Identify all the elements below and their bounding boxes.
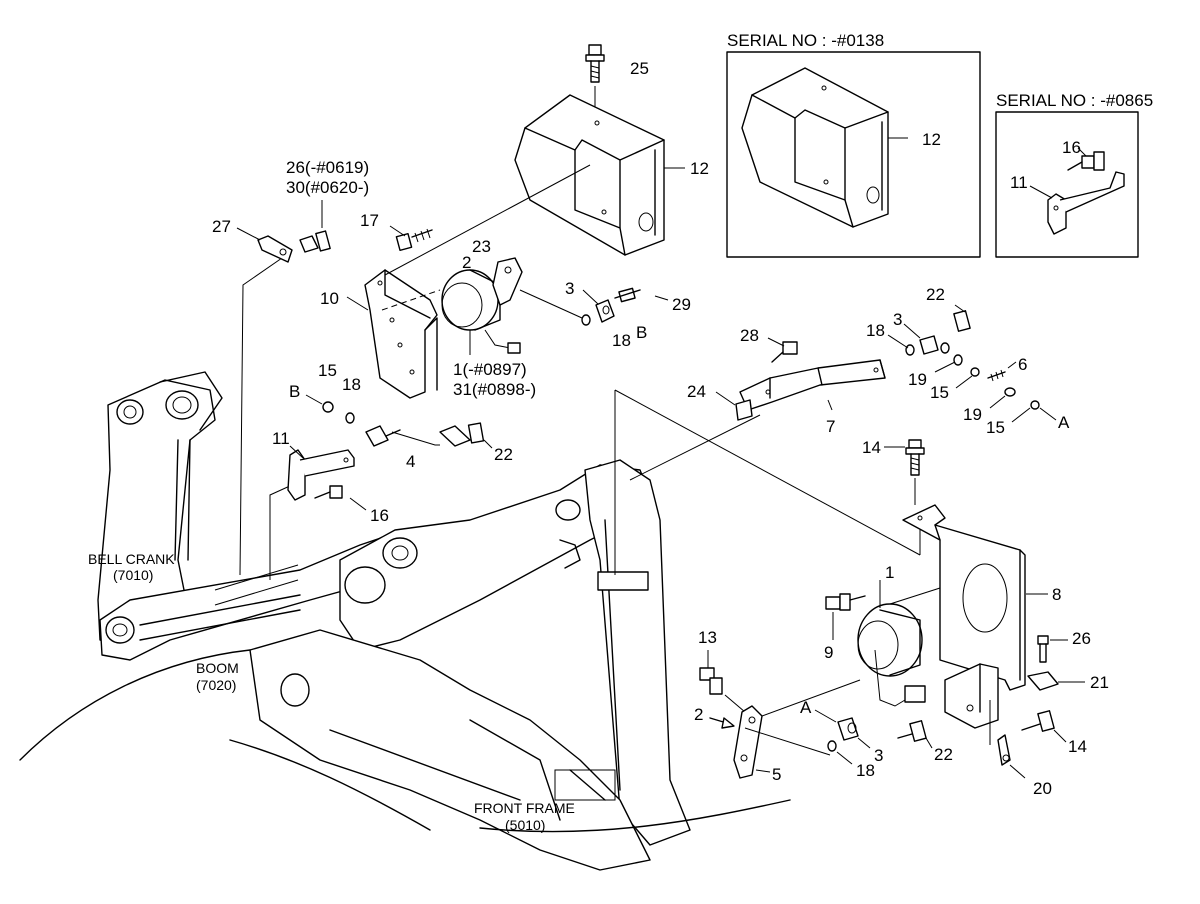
callout-B-right: B (636, 323, 647, 342)
callout-7: 7 (826, 417, 835, 436)
callout-12: 12 (690, 159, 709, 178)
callout-A-right: A (1058, 413, 1070, 432)
callout-9: 9 (824, 643, 833, 662)
callout-15-upper: 15 (930, 383, 949, 402)
front-frame-label: FRONT FRAME (474, 800, 575, 816)
callout-10: 10 (320, 289, 339, 308)
callout-A-lower: A (800, 698, 812, 717)
callout-17: 17 (360, 211, 379, 230)
callout-15-lower: 15 (986, 418, 1005, 437)
cover-12-assembly (514, 44, 685, 256)
callout-20: 20 (1033, 779, 1052, 798)
callout-23: 23 (472, 237, 491, 256)
left-mid-fasteners (287, 394, 493, 511)
callout-3-top: 3 (565, 279, 574, 298)
loader-structure (19, 371, 791, 871)
callout-6: 6 (1018, 355, 1027, 374)
inset-title-0865: SERIAL NO : -#0865 (996, 91, 1153, 110)
callout-B-left: B (289, 382, 300, 401)
boom-label: BOOM (196, 660, 239, 676)
callout-24: 24 (687, 382, 706, 401)
callout-16-main: 16 (370, 506, 389, 525)
callout-18-right: 18 (866, 321, 885, 340)
callout-5: 5 (772, 765, 781, 784)
callout-1-main: 1 (885, 563, 894, 582)
callout-22-lower: 22 (934, 745, 953, 764)
callout-15-left: 15 (318, 361, 337, 380)
inset-serial-0138 (726, 51, 981, 258)
front-frame-code: (5010) (505, 817, 545, 833)
callout-18-left: 18 (342, 375, 361, 394)
callout-2-top: 2 (462, 253, 471, 272)
inset-title-0138: SERIAL NO : -#0138 (727, 31, 884, 50)
callout-2-lower: 2 (694, 705, 703, 724)
bracket-10-assembly (236, 164, 669, 399)
callout-1-31-line1: 1(-#0897) (453, 360, 527, 379)
bracket-8-assembly (699, 439, 1085, 779)
callout-11-inset: 11 (1010, 173, 1028, 192)
front-frame-tower (584, 459, 691, 846)
callout-29: 29 (672, 295, 691, 314)
callout-22-left: 22 (494, 445, 513, 464)
callout-8: 8 (1052, 585, 1061, 604)
callout-22-right: 22 (926, 285, 945, 304)
callout-18-top: 18 (612, 331, 631, 350)
callout-28: 28 (740, 326, 759, 345)
callout-3-right: 3 (893, 310, 902, 329)
boom-code: (7020) (196, 677, 236, 693)
callout-21: 21 (1090, 673, 1109, 692)
callout-26-30-line2: 30(#0620-) (286, 178, 369, 197)
inset-serial-0865 (995, 111, 1139, 258)
front-frame-body (249, 629, 651, 871)
callout-26-right: 26 (1072, 629, 1091, 648)
callout-27: 27 (212, 217, 231, 236)
bell-crank-code: (7010) (113, 567, 153, 583)
bell-crank-label: BELL CRANK (88, 551, 175, 567)
callout-26-30-line1: 26(-#0619) (286, 158, 369, 177)
callout-25: 25 (630, 59, 649, 78)
callout-1-31-line2: 31(#0898-) (453, 380, 536, 399)
callout-13: 13 (698, 628, 717, 647)
callout-18-lower: 18 (856, 761, 875, 780)
callout-4: 4 (406, 452, 415, 471)
callout-19-lower: 19 (963, 405, 982, 424)
callout-14-lower: 14 (1068, 737, 1087, 756)
bracket-7-assembly (715, 304, 1057, 423)
callout-14-top: 14 (862, 438, 881, 457)
callout-19-upper: 19 (908, 370, 927, 389)
callout-3-lower: 3 (874, 746, 883, 765)
callout-16-inset: 16 (1062, 138, 1081, 157)
callout-11-main: 11 (272, 429, 290, 448)
callout-12-inset: 12 (922, 130, 941, 149)
